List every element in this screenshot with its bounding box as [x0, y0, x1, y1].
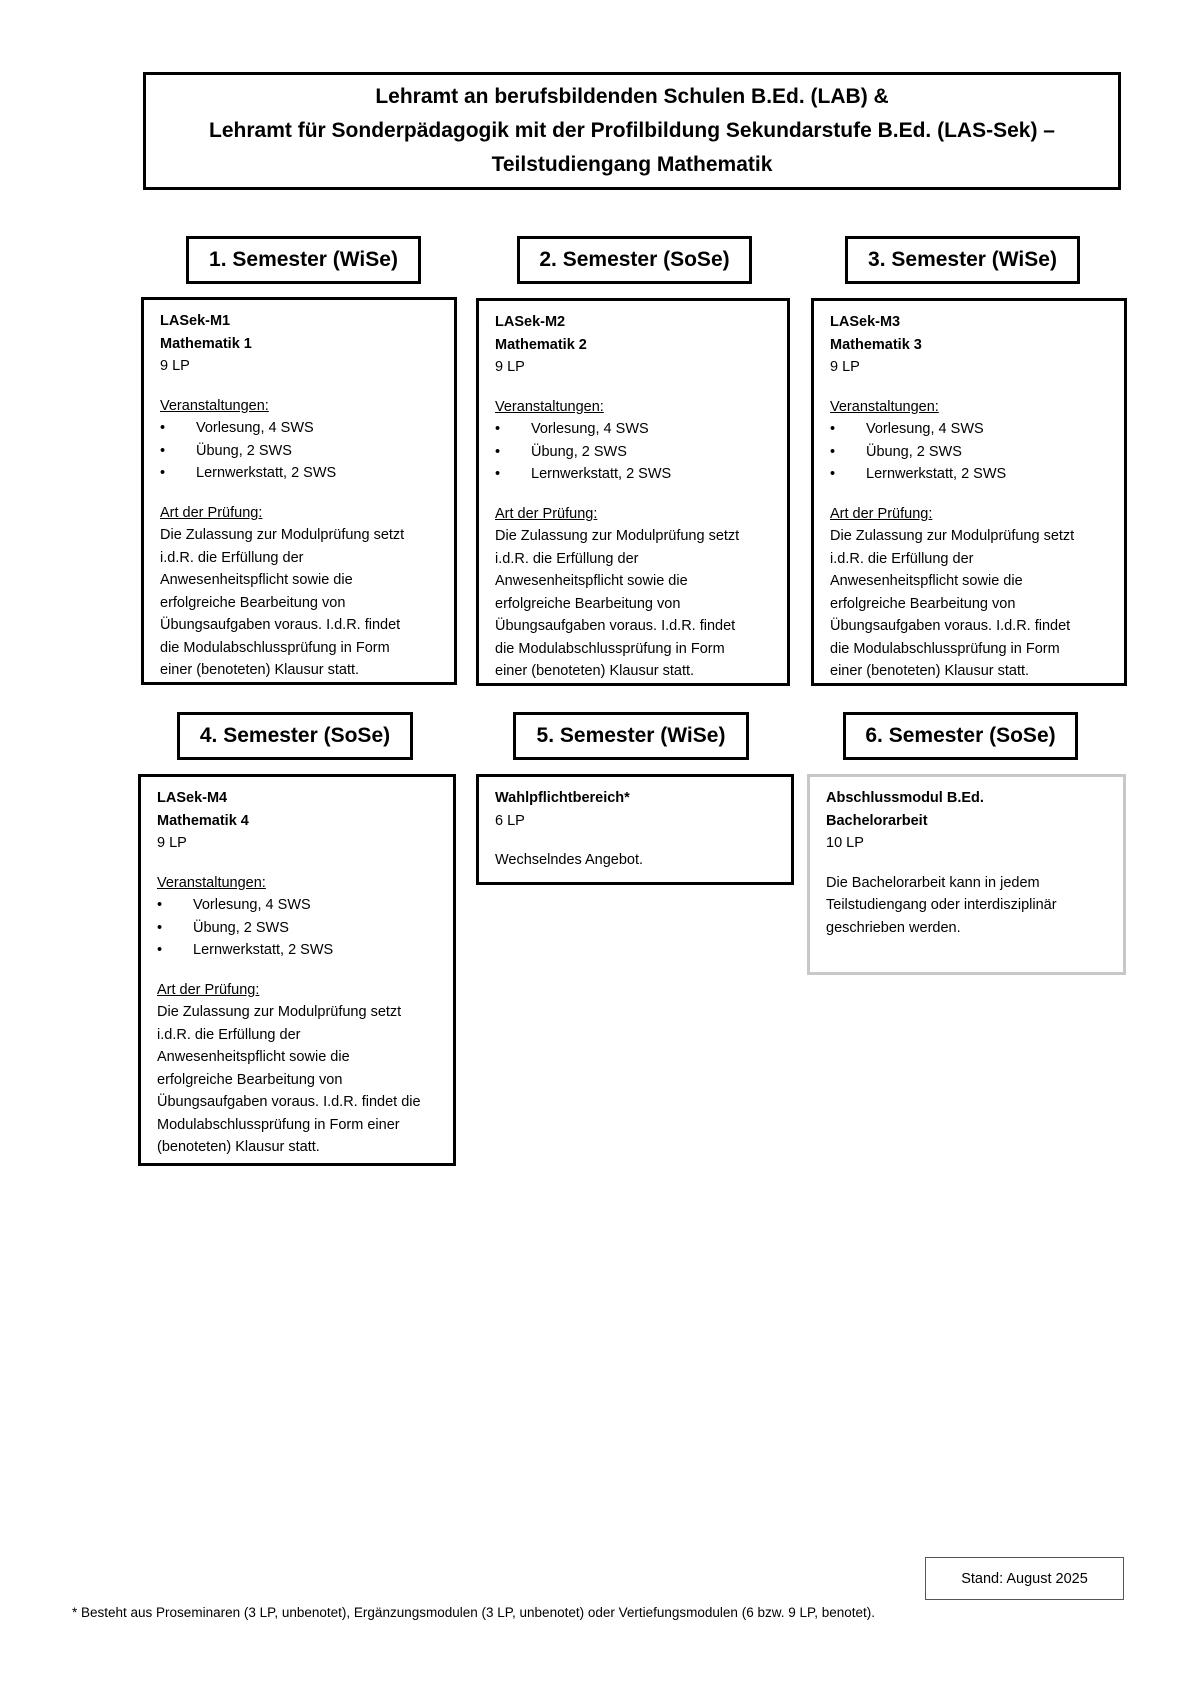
module-card-bachelorarbeit: Abschlussmodul B.Ed. Bachelorarbeit 10 L… — [807, 774, 1126, 975]
exam-text-line: die Modulabschlussprüfung in Form — [830, 640, 1060, 657]
course-item: •Lernwerkstatt, 2 SWS — [160, 462, 438, 485]
bullet-icon: • — [495, 466, 501, 482]
exam-text-line: erfolgreiche Bearbeitung von — [157, 1071, 343, 1088]
course-item: •Übung, 2 SWS — [157, 917, 437, 940]
bullet-icon: • — [157, 919, 163, 936]
exam-text-line: die Modulabschlussprüfung in Form — [160, 639, 390, 656]
course-item: •Lernwerkstatt, 2 SWS — [830, 463, 1108, 486]
exam-text-line: i.d.R. die Erfüllung der — [830, 550, 974, 567]
exam-text-line: Anwesenheitspflicht sowie die — [157, 1049, 350, 1065]
module-name: Wahlpflichtbereich* — [495, 790, 630, 806]
exam-text-line: einer (benoteten) Klausur statt. — [160, 662, 360, 678]
bullet-icon: • — [495, 421, 501, 437]
bullet-icon: • — [830, 466, 836, 482]
module-code: LASek-M2 — [495, 314, 566, 330]
semester-3-heading: 3. Semester (WiSe) — [845, 236, 1080, 284]
bullet-icon: • — [160, 465, 166, 481]
exam-text-line: erfolgreiche Bearbeitung von — [830, 595, 1016, 612]
exam-label: Art der Prüfung: — [160, 504, 263, 521]
module-code: Abschlussmodul B.Ed. — [826, 790, 984, 806]
exam-text-line: i.d.R. die Erfüllung der — [157, 1026, 301, 1043]
bullet-icon: • — [157, 942, 163, 958]
semester-6-heading: 6. Semester (SoSe) — [843, 712, 1078, 760]
course-item: •Übung, 2 SWS — [160, 440, 438, 463]
module-description-line: geschrieben werden. — [826, 919, 961, 936]
exam-text-line: Übungsaufgaben voraus. I.d.R. findet die — [157, 1094, 421, 1110]
module-code: LASek-M4 — [157, 790, 228, 806]
course-item: •Übung, 2 SWS — [495, 441, 771, 464]
course-item: •Übung, 2 SWS — [830, 441, 1108, 464]
module-name: Bachelorarbeit — [826, 812, 928, 829]
exam-text-line: Anwesenheitspflicht sowie die — [830, 573, 1023, 589]
semester-5-heading: 5. Semester (WiSe) — [513, 712, 749, 760]
module-description-line: Die Bachelorarbeit kann in jedem — [826, 874, 1040, 891]
exam-label: Art der Prüfung: — [830, 505, 933, 522]
exam-text-line: Anwesenheitspflicht sowie die — [495, 573, 688, 589]
module-code: LASek-M3 — [830, 314, 901, 330]
bullet-icon: • — [495, 443, 501, 460]
bullet-icon: • — [160, 442, 166, 459]
exam-label: Art der Prüfung: — [495, 505, 598, 522]
module-credits: 6 LP — [495, 812, 525, 829]
exam-text-line: Modulabschlussprüfung in Form einer — [157, 1116, 400, 1133]
module-card-m3: LASek-M3 Mathematik 3 9 LP Veranstaltung… — [811, 298, 1127, 686]
module-credits: 9 LP — [495, 359, 525, 375]
stand-date-box: Stand: August 2025 — [925, 1557, 1124, 1600]
courses-label: Veranstaltungen: — [157, 874, 266, 891]
semester-4-heading: 4. Semester (SoSe) — [177, 712, 413, 760]
exam-text-line: i.d.R. die Erfüllung der — [495, 550, 639, 567]
courses-label: Veranstaltungen: — [830, 398, 939, 415]
module-credits: 10 LP — [826, 835, 864, 851]
module-description-line: Teilstudiengang oder interdisziplinär — [826, 897, 1057, 913]
module-name: Mathematik 4 — [157, 812, 249, 829]
course-item: •Vorlesung, 4 SWS — [495, 418, 771, 441]
exam-text-line: Anwesenheitspflicht sowie die — [160, 572, 353, 588]
exam-label: Art der Prüfung: — [157, 981, 260, 998]
module-name: Mathematik 1 — [160, 335, 252, 352]
course-item: •Vorlesung, 4 SWS — [157, 894, 437, 917]
module-code: LASek-M1 — [160, 313, 231, 329]
module-card-m2: LASek-M2 Mathematik 2 9 LP Veranstaltung… — [476, 298, 790, 686]
exam-text-line: (benoteten) Klausur statt. — [157, 1139, 320, 1155]
exam-text-line: Übungsaufgaben voraus. I.d.R. findet — [160, 617, 401, 633]
semester-1-heading: 1. Semester (WiSe) — [186, 236, 421, 284]
page-title-box: Lehramt an berufsbildenden Schulen B.Ed.… — [143, 72, 1121, 190]
module-card-wahlpflicht: Wahlpflichtbereich* 6 LP Wechselndes Ang… — [476, 774, 794, 885]
module-name: Mathematik 2 — [495, 336, 587, 353]
title-line-2: Lehramt für Sonderpädagogik mit der Prof… — [209, 119, 1055, 142]
module-description: Wechselndes Angebot. — [495, 852, 644, 868]
exam-text-line: einer (benoteten) Klausur statt. — [830, 663, 1030, 679]
bullet-icon: • — [830, 421, 836, 437]
exam-text-line: Übungsaufgaben voraus. I.d.R. findet — [830, 618, 1071, 634]
module-credits: 9 LP — [157, 835, 187, 851]
title-line-1: Lehramt an berufsbildenden Schulen B.Ed.… — [375, 85, 889, 108]
module-card-m4: LASek-M4 Mathematik 4 9 LP Veranstaltung… — [138, 774, 456, 1166]
exam-text-line: erfolgreiche Bearbeitung von — [495, 595, 681, 612]
bullet-icon: • — [157, 897, 163, 913]
bullet-icon: • — [160, 420, 166, 436]
bullet-icon: • — [830, 443, 836, 460]
exam-text-line: Übungsaufgaben voraus. I.d.R. findet — [495, 618, 736, 634]
exam-text-line: Die Zulassung zur Modulprüfung setzt — [830, 528, 1075, 544]
exam-text-line: die Modulabschlussprüfung in Form — [495, 640, 725, 657]
exam-text-line: Die Zulassung zur Modulprüfung setzt — [157, 1004, 402, 1020]
exam-text-line: i.d.R. die Erfüllung der — [160, 549, 304, 566]
exam-text-line: Die Zulassung zur Modulprüfung setzt — [495, 528, 740, 544]
module-credits: 9 LP — [830, 359, 860, 375]
semester-2-heading: 2. Semester (SoSe) — [517, 236, 752, 284]
courses-label: Veranstaltungen: — [160, 397, 269, 414]
course-item: •Lernwerkstatt, 2 SWS — [157, 939, 437, 962]
exam-text-line: einer (benoteten) Klausur statt. — [495, 663, 695, 679]
module-name: Mathematik 3 — [830, 336, 922, 353]
footnote: * Besteht aus Proseminaren (3 LP, unbeno… — [72, 1605, 876, 1620]
courses-label: Veranstaltungen: — [495, 398, 604, 415]
module-card-m1: LASek-M1 Mathematik 1 9 LP Veranstaltung… — [141, 297, 457, 685]
module-credits: 9 LP — [160, 358, 190, 374]
exam-text-line: erfolgreiche Bearbeitung von — [160, 594, 346, 611]
exam-text-line: Die Zulassung zur Modulprüfung setzt — [160, 527, 405, 543]
course-item: •Vorlesung, 4 SWS — [830, 418, 1108, 441]
title-line-3: Teilstudiengang Mathematik — [491, 153, 773, 176]
course-item: •Vorlesung, 4 SWS — [160, 417, 438, 440]
course-item: •Lernwerkstatt, 2 SWS — [495, 463, 771, 486]
